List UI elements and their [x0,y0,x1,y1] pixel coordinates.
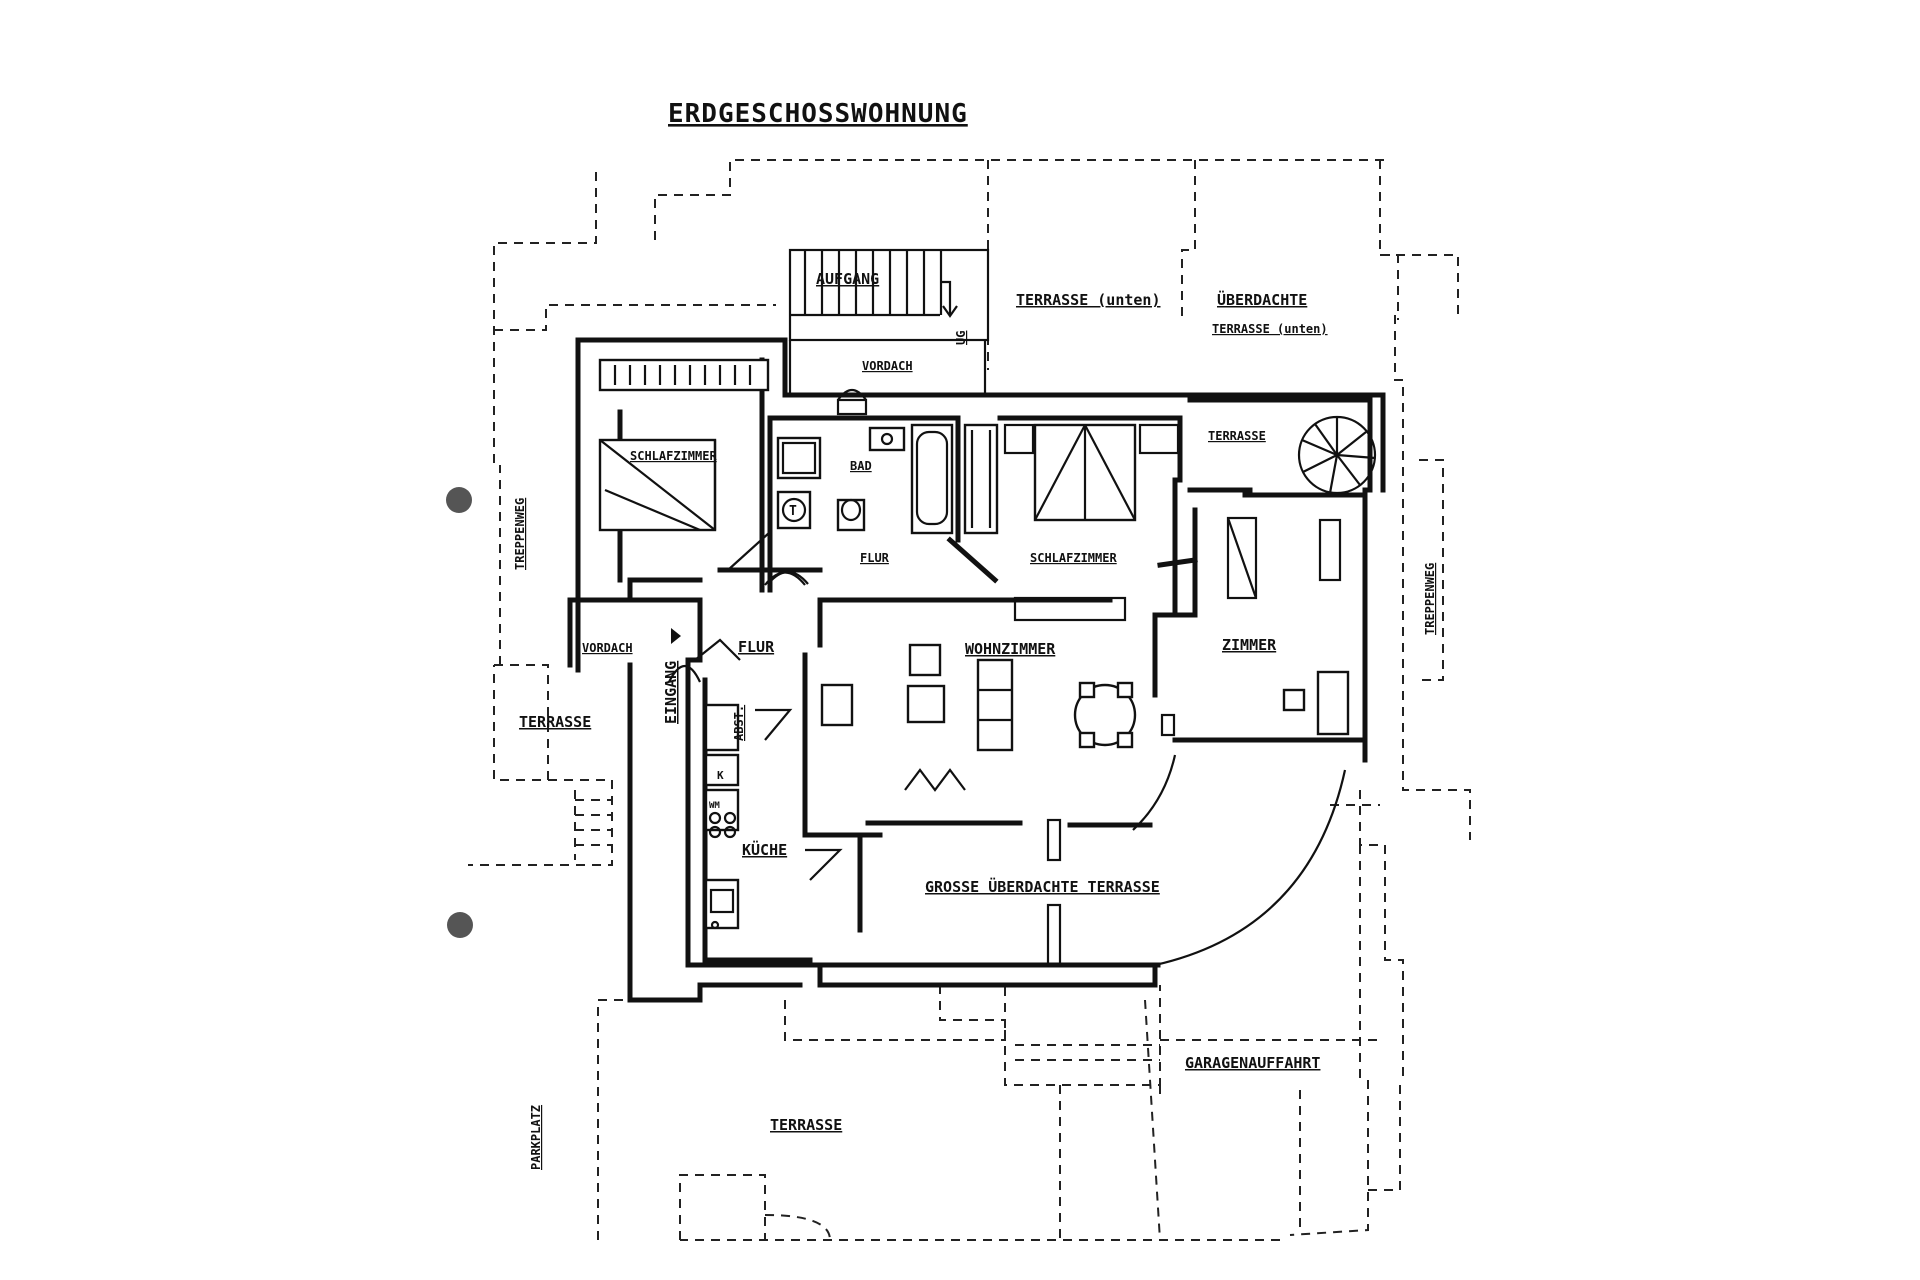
label-terrasse-small: TERRASSE [1208,429,1266,443]
staircase-up [790,250,958,318]
label-vordach-left: VORDACH [582,641,633,655]
nightstand [1003,423,1035,455]
cabinet-door [1226,517,1258,599]
label-treppenweg-right: TREPPENWEG [1423,563,1437,635]
label-flur-main: FLUR [738,638,775,656]
label-schlafzimmer-2: SCHLAFZIMMER [1030,551,1117,565]
label-parkplatz: PARKPLATZ [529,1105,543,1170]
label-eingang: EINGANG [662,661,680,724]
label-kueche: KÜCHE [742,840,787,859]
label-zimmer: ZIMMER [1222,636,1277,654]
toilet-symbol: T [789,504,797,519]
label-flur-top: FLUR [860,551,890,565]
desk [1316,670,1350,736]
label-garagenauffahrt: GARAGENAUFFAHRT [1185,1054,1320,1072]
label-ueberdachte-terrasse-unten: TERRASSE (unten) [1212,322,1328,336]
label-schlafzimmer-1: SCHLAFZIMMER [630,449,717,463]
shelf [1318,518,1342,582]
label-terrasse-left: TERRASSE [519,713,591,731]
fridge-symbol: K [717,769,724,782]
punch-hole [447,912,473,938]
label-ueberdachte: ÜBERDACHTE [1217,290,1307,309]
nightstand [1138,423,1180,455]
kitchen-counter [704,703,740,930]
door-arc-eingang [668,664,701,683]
label-treppenweg-left: TREPPENWEG [513,498,527,570]
bed-right [1033,423,1137,522]
label-grosse-terrasse: GROSSE ÜBERDACHTE TERRASSE [925,877,1160,896]
label-terrasse-bottom: TERRASSE [770,1116,842,1134]
label-wohnzimmer: WOHNZIMMER [965,640,1056,658]
site-outline [468,159,1471,1241]
punch-hole [446,487,472,513]
label-bad: BAD [850,459,872,473]
label-ug: UG [954,331,968,345]
door-swing-flur [727,529,772,571]
spiral-staircase [1297,415,1377,495]
plan-title: ERDGESCHOSSWOHNUNG [668,99,968,129]
door-swing-abst [755,708,793,741]
cabinet [1226,516,1258,600]
washer-symbol: WM [709,801,720,811]
label-aufgang: AUFGANG [816,270,879,288]
door-arc-entrance [764,571,806,586]
bed-left [598,438,717,532]
bathroom-fixtures: T [776,388,999,535]
wardrobe-left-bedroom [598,358,770,392]
label-vordach-top: VORDACH [862,359,913,373]
door-swing-kueche [805,848,843,881]
label-abst: ABST. [732,705,746,741]
wohnzimmer-furniture [820,596,1137,792]
label-terrasse-unten: TERRASSE (unten) [1016,291,1161,309]
entrance-arrow [671,628,681,644]
door-swing-entrance [694,638,741,661]
chair [1282,688,1306,712]
